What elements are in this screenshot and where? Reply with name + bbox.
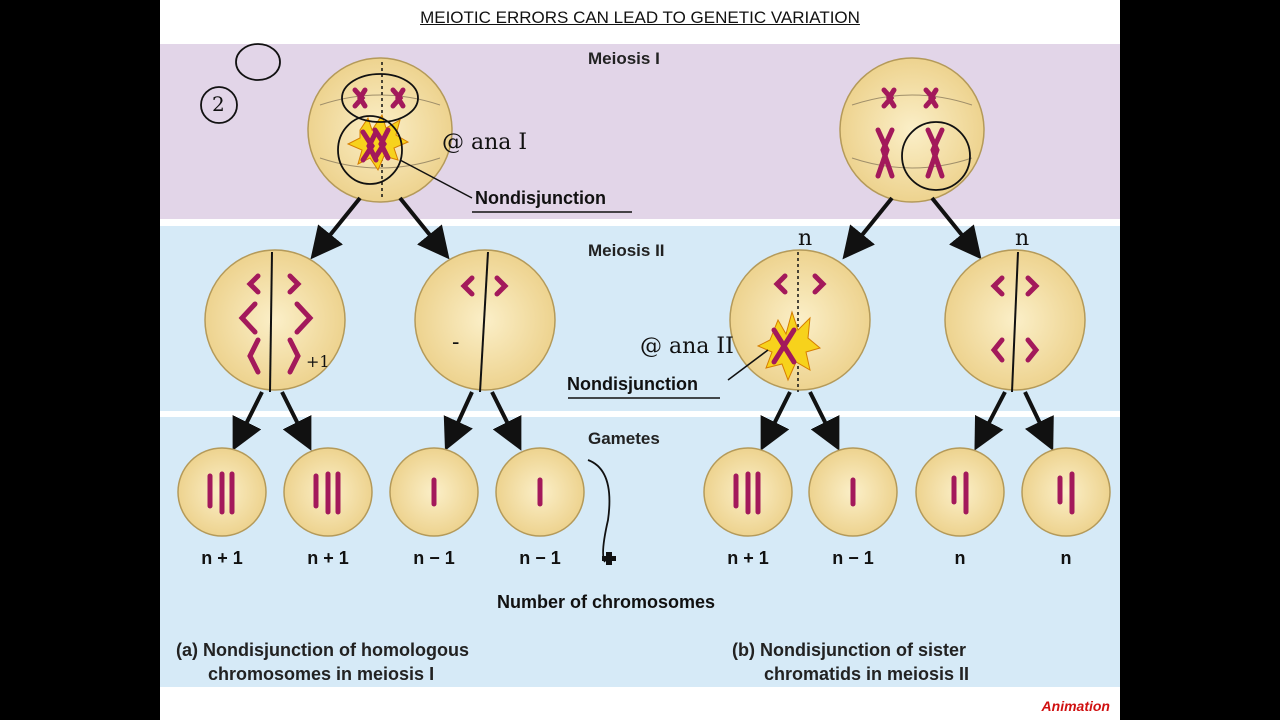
gamete-a1 <box>177 447 267 537</box>
circle-scribble <box>235 43 281 81</box>
caption-b-line2: chromatids in meiosis II <box>764 664 970 684</box>
nondisjunction-label-a: Nondisjunction <box>475 188 606 208</box>
gamete-count-a2: n + 1 <box>307 548 349 568</box>
caption-a-line2: chromosomes in meiosis I <box>208 664 435 684</box>
brace-mark <box>587 459 611 563</box>
gamete-a4 <box>495 447 585 537</box>
gamete-count-a1: n + 1 <box>201 548 243 568</box>
handwriting-ana2: @ ana II <box>640 334 734 359</box>
caption-a-line1: (a) Nondisjunction of homologous <box>176 640 469 660</box>
gamete-a2 <box>283 447 373 537</box>
slide: MEIOTIC ERRORS CAN LEAD TO GENETIC VARIA… <box>160 0 1120 720</box>
meiosis1-cell-b <box>839 57 985 203</box>
gamete-count-b1: n + 1 <box>727 548 769 568</box>
arrows-m1 <box>310 196 982 260</box>
gamete-count-b2: n − 1 <box>832 548 874 568</box>
leader-b <box>727 349 769 381</box>
gamete-b1 <box>703 447 793 537</box>
handwriting-n-left: n <box>798 226 813 251</box>
number-of-chromosomes-label: Number of chromosomes <box>497 592 716 612</box>
nondisjunction-label-b: Nondisjunction <box>567 374 698 394</box>
gametes <box>177 447 1111 537</box>
gamete-b2 <box>808 447 898 537</box>
gamete-count-a4: n − 1 <box>519 548 561 568</box>
meiosis2-cell-2 <box>414 249 556 393</box>
meiosis2-cell-3 <box>729 249 871 392</box>
diagram-art <box>177 43 1111 565</box>
meiosis2-cell-4 <box>944 249 1086 393</box>
section-meiosis2: Meiosis II <box>588 241 665 260</box>
gamete-b4 <box>1021 447 1111 537</box>
handwriting-minus: - <box>452 330 460 355</box>
arrows-m2 <box>232 391 1054 451</box>
handwriting-ana1: @ ana I <box>442 130 528 155</box>
handwriting-n-right: n <box>1015 226 1030 251</box>
meiosis2-cell-1 <box>204 249 346 393</box>
section-meiosis1: Meiosis I <box>588 49 660 68</box>
animation-link[interactable]: Animation <box>1041 698 1110 714</box>
gamete-count-b4: n <box>1060 548 1072 568</box>
handwriting-plus1: +1 <box>306 352 330 371</box>
circle-2 <box>200 86 238 124</box>
handwriting-circled-2: 2 <box>212 92 225 116</box>
meiosis1-cell-a <box>307 57 453 203</box>
caption-b: (b) Nondisjunction of sister chromatids … <box>732 638 969 686</box>
gamete-count-b3: n <box>954 548 966 568</box>
gamete-a3 <box>389 447 479 537</box>
gamete-count-a3: n − 1 <box>413 548 455 568</box>
leader-a <box>399 159 473 199</box>
caption-a: (a) Nondisjunction of homologous chromos… <box>176 638 469 686</box>
section-gametes: Gametes <box>588 429 660 448</box>
page-title: MEIOTIC ERRORS CAN LEAD TO GENETIC VARIA… <box>420 8 860 27</box>
caption-b-line1: (b) Nondisjunction of sister <box>732 640 966 660</box>
cursor-icon <box>602 552 616 565</box>
gamete-b3 <box>915 447 1005 537</box>
